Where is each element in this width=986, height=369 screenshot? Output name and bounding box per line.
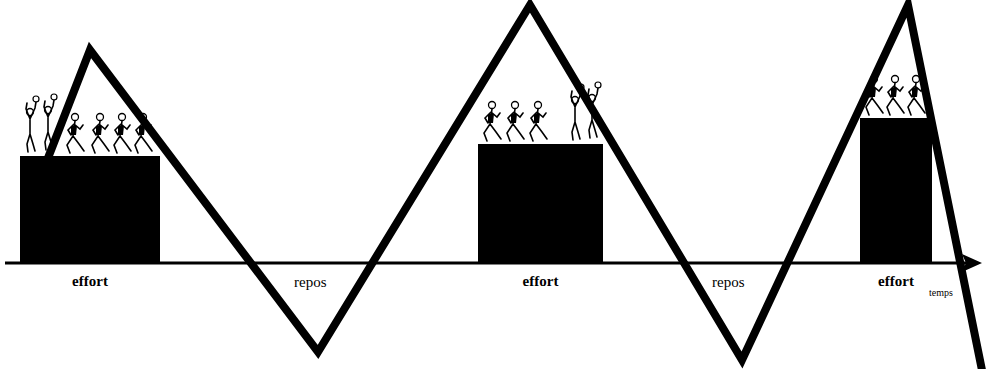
effort-bar [478, 144, 603, 263]
effort-label: effort [860, 273, 932, 290]
effort-bar [860, 118, 932, 263]
effort-block: effort [478, 144, 603, 290]
effort-block: effort [860, 118, 932, 290]
effort-bar [20, 156, 160, 263]
rest-label: repos [712, 274, 745, 291]
effort-label: effort [478, 273, 603, 290]
effort-label: effort [20, 273, 160, 290]
axis-label: temps [929, 287, 953, 298]
effort-block: effort [20, 156, 160, 290]
rest-label: repos [294, 274, 327, 291]
intensity-zigzag [48, 5, 984, 369]
